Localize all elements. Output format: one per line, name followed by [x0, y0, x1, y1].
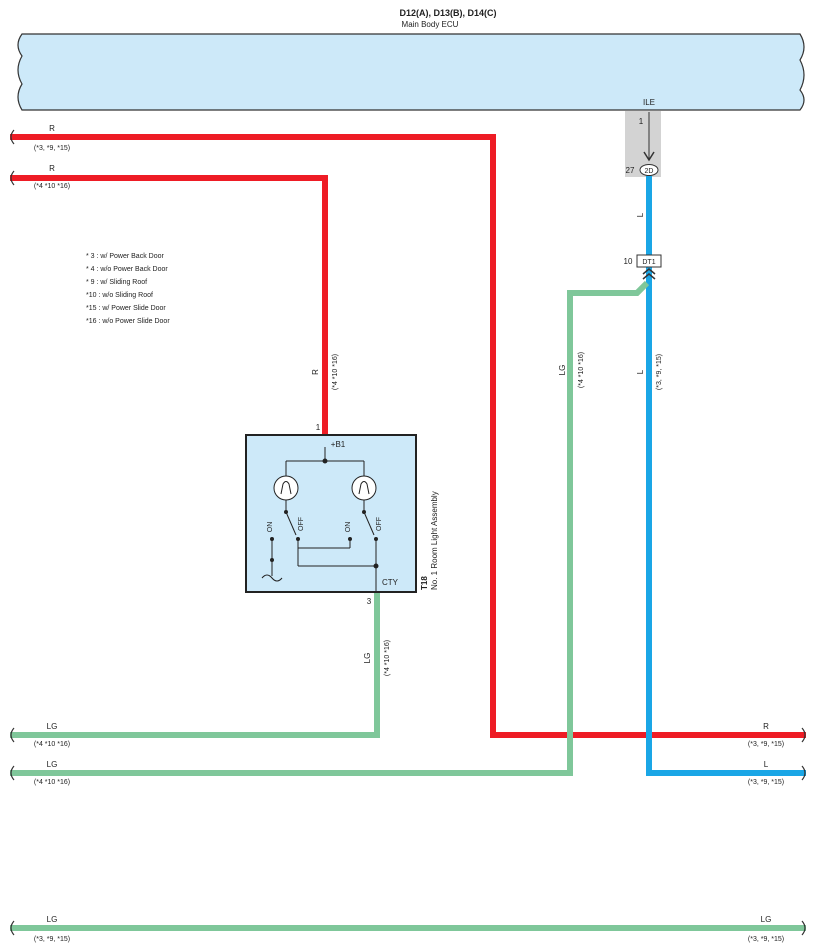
- switch-off-right: OFF: [376, 517, 383, 531]
- pin-cty-label: CTY: [382, 578, 399, 587]
- pin-b1-number: 1: [316, 423, 321, 432]
- label-r-vertical: R: [311, 369, 320, 375]
- switch-off-left: OFF: [298, 517, 305, 531]
- ecu-pin-number: 1: [639, 117, 644, 126]
- pin-cty-number: 3: [367, 597, 372, 606]
- cond-r-second: (*4 *10 *16): [34, 183, 70, 190]
- note-item: * 9 : w/ Sliding Roof: [86, 279, 147, 286]
- bulb-icon: [351, 475, 377, 501]
- label-r-second: R: [49, 164, 55, 173]
- connector-2d: [639, 164, 659, 176]
- connector-dt1-pin: 10: [624, 257, 633, 266]
- internal-circuit: [261, 447, 379, 592]
- cond-r-vertical: (*4 *10 *16): [332, 354, 339, 390]
- wire-l: [646, 176, 806, 776]
- label-l-vertical-bottom: L: [636, 369, 645, 374]
- ecu-codes: D12(A), D13(B), D14(C): [399, 8, 496, 18]
- label-r-top: R: [49, 124, 55, 133]
- label-lg-bottom2: LG: [47, 760, 58, 769]
- ecu-name: Main Body ECU: [402, 20, 459, 29]
- connector-dt1-label: DT1: [642, 259, 655, 266]
- label-l-right: L: [764, 760, 769, 769]
- wire-lg-right: [10, 280, 650, 776]
- note-item: *15 : w/ Power Slide Door: [86, 305, 166, 312]
- cond-lg-vertical-bottom: (*4 *10 *16): [384, 640, 391, 676]
- cond-r-top: (*3, *9, *15): [34, 145, 70, 152]
- connector-2d-pin: 27: [626, 166, 635, 175]
- label-lg-vertical-bottom: LG: [363, 653, 372, 664]
- bulb-icon: [273, 475, 299, 501]
- label-lg-last-right: LG: [761, 915, 772, 924]
- switch-on-right: ON: [345, 522, 352, 533]
- cond-lg-last-right: (*3, *9, *15): [748, 936, 784, 943]
- note-item: *16 : w/o Power Slide Door: [86, 318, 170, 325]
- cond-lg-vertical-right: (*4 *10 *16): [578, 352, 585, 388]
- component-code: T18: [420, 576, 429, 590]
- label-l-vertical-top: L: [636, 212, 645, 217]
- label-lg-bottom1: LG: [47, 722, 58, 731]
- connector-2d-label: 2D: [645, 168, 654, 175]
- label-lg-last-left: LG: [47, 915, 58, 924]
- pin-b1-label: +B1: [331, 440, 346, 449]
- cond-lg-bottom1: (*4 *10 *16): [34, 741, 70, 748]
- label-lg-vertical-right: LG: [558, 365, 567, 376]
- switch-on-left: ON: [267, 522, 274, 533]
- label-r-right: R: [763, 722, 769, 731]
- component-name: No. 1 Room Light Assembly: [430, 491, 439, 590]
- cond-lg-last-left: (*3, *9, *15): [34, 936, 70, 943]
- cond-lg-bottom2: (*4 *10 *16): [34, 779, 70, 786]
- note-item: *10 : w/o Sliding Roof: [86, 292, 153, 299]
- ecu-body: [17, 33, 805, 111]
- wire-r-second: [10, 175, 328, 435]
- wire-lg-cty: [10, 592, 380, 738]
- note-item: * 3 : w/ Power Back Door: [86, 253, 164, 260]
- ecu-pin-name: ILE: [643, 98, 655, 107]
- cond-r-right: (*3, *9, *15): [748, 741, 784, 748]
- notes-list: * 3 : w/ Power Back Door * 4 : w/o Power…: [86, 253, 170, 325]
- cond-l-right: (*3, *9, *15): [748, 779, 784, 786]
- cond-l-vertical-bottom: (*3, *9, *15): [656, 354, 663, 390]
- connector-dt1: [636, 254, 662, 268]
- note-item: * 4 : w/o Power Back Door: [86, 266, 168, 273]
